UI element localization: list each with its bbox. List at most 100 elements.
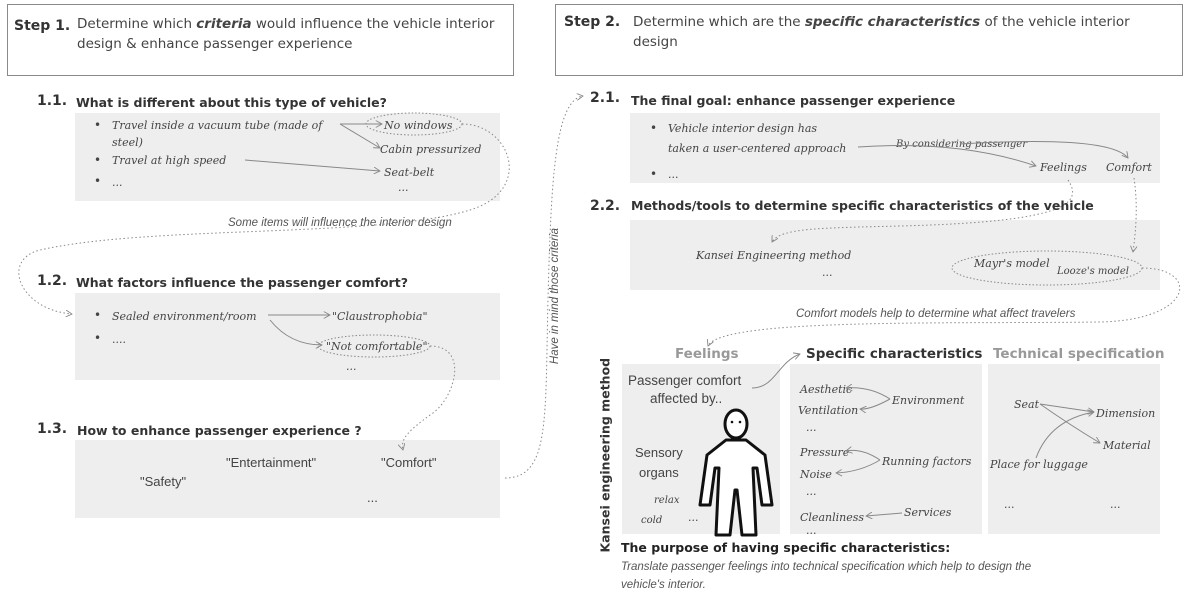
ellipsis: ...: [346, 360, 357, 373]
pressure-label: Pressure: [800, 446, 850, 459]
affected-by-text: affected by..: [650, 391, 723, 406]
ventilation-label: Ventilation: [798, 404, 859, 417]
organs-text: organs: [639, 465, 679, 480]
dotted-link: [708, 267, 1181, 346]
aesthetic-label: Aesthetic: [800, 383, 853, 396]
arrow: [1039, 403, 1094, 412]
arrow: [1035, 412, 1094, 459]
arrow: [1039, 403, 1100, 443]
section-1-3-number: 1.3.: [37, 421, 68, 437]
arrow: [866, 513, 903, 516]
ellipsis: ...: [367, 490, 378, 505]
list-item: Sealed environment/room: [112, 310, 257, 323]
panel-1-1: [75, 113, 500, 201]
material-label: Material: [1103, 439, 1151, 452]
panel-2-2: [630, 220, 1160, 290]
dotted-link: [18, 123, 510, 314]
no-windows-label: No windows: [384, 119, 453, 132]
specific-heading: Specific characteristics: [806, 346, 983, 362]
dotted-link: [402, 345, 456, 450]
step2-text-a: Determine which are the: [633, 14, 805, 30]
arrow: [846, 388, 891, 400]
panel-specific: [790, 364, 982, 534]
step1-text-a: Determine which: [77, 16, 197, 32]
section-1-2-title: What factors influence the passenger com…: [76, 275, 408, 290]
seatbelt-label: Seat-belt: [384, 166, 435, 179]
technical-heading: Technical specification: [993, 346, 1165, 362]
step1-label: Step 1.: [14, 18, 71, 34]
bullet: •: [650, 167, 658, 181]
dotted-link: [772, 179, 1073, 242]
environment-label: Environment: [892, 394, 965, 407]
luggage-label: Place for luggage: [990, 458, 1088, 471]
bullet: •: [650, 121, 658, 135]
bullet: •: [94, 331, 102, 345]
comfort-label: "Comfort": [381, 455, 437, 470]
ellipsis: ...: [398, 181, 409, 194]
by-considering-label: By considering passenger: [896, 139, 1027, 150]
arrow: [244, 159, 380, 171]
panel-1-2: [75, 293, 500, 380]
section-1-1-title: What is different about this type of veh…: [76, 95, 387, 110]
arrow: [959, 140, 1128, 158]
list-item: ...: [112, 176, 123, 189]
section-2-2-title: Methods/tools to determine specific char…: [631, 198, 1094, 213]
section-2-2-number: 2.2.: [590, 198, 621, 214]
list-item: ...: [668, 168, 679, 181]
claustrophobia-label: "Claustrophobia": [332, 310, 428, 323]
step2-box: [555, 4, 1183, 76]
list-item: ....: [112, 333, 126, 346]
feelings-label: Feelings: [1040, 161, 1087, 174]
step1-text: Determine which criteria would influence…: [77, 14, 497, 54]
step2-text: Determine which are the specific charact…: [633, 12, 1153, 52]
dimension-label: Dimension: [1096, 407, 1156, 420]
not-comfortable-ellipse: [317, 334, 431, 358]
passenger-comfort-text: Passenger comfort: [628, 373, 742, 388]
arrow: [269, 319, 322, 345]
purpose-title: The purpose of having specific character…: [621, 540, 951, 555]
bullet: •: [94, 118, 102, 132]
sensory-text: Sensory: [635, 445, 683, 460]
entertainment-label: "Entertainment": [226, 455, 317, 470]
mayr-model-label: Mayr's model: [974, 257, 1050, 270]
ellipsis: ...: [1004, 498, 1015, 511]
relax-text: relax: [654, 495, 680, 506]
influence-note: Some items will influence the interior d…: [228, 217, 452, 229]
kansei-method-label: Kansei Engineering method: [696, 249, 852, 262]
person-figure-icon: [698, 408, 774, 537]
ellipsis: ...: [806, 421, 817, 434]
step2-text-b: of the vehicle interior design: [633, 14, 1130, 50]
section-1-3-title: How to enhance passenger experience ?: [77, 423, 362, 438]
ellipsis: ...: [688, 511, 699, 524]
bullet: •: [94, 308, 102, 322]
ellipsis: ...: [1110, 498, 1121, 511]
panel-technical: [988, 364, 1160, 534]
feelings-heading: Feelings: [675, 346, 739, 362]
purpose-line-1: Translate passenger feelings into techni…: [621, 561, 1032, 573]
step1-box: [7, 4, 514, 76]
arrow: [836, 459, 881, 473]
models-note: Comfort models help to determine what af…: [796, 308, 1076, 320]
arrow: [860, 398, 891, 409]
comfort-label: Comfort: [1106, 161, 1152, 174]
cabin-label: Cabin pressurized: [380, 143, 482, 156]
seat-label: Seat: [1014, 398, 1040, 411]
arrow: [857, 145, 1036, 166]
arrow: [846, 450, 881, 461]
step2-text-emph: specific characteristics: [804, 14, 981, 30]
purpose-line-2: vehicle's interior.: [621, 579, 706, 591]
safety-label: "Safety": [140, 474, 187, 489]
bullet: •: [94, 174, 102, 188]
cold-text: cold: [641, 515, 663, 526]
ellipsis: ...: [822, 266, 833, 279]
panel-2-1: [630, 113, 1160, 183]
arrow: [751, 354, 800, 389]
arrow: [339, 123, 380, 148]
section-1-2-number: 1.2.: [37, 273, 68, 289]
step1-text-emph: criteria: [196, 16, 252, 32]
models-ellipse: [951, 250, 1143, 286]
looze-model-label: Looze's model: [1057, 266, 1129, 277]
not-comfortable-label: "Not comfortable": [326, 340, 428, 353]
section-1-1-number: 1.1.: [37, 93, 68, 109]
